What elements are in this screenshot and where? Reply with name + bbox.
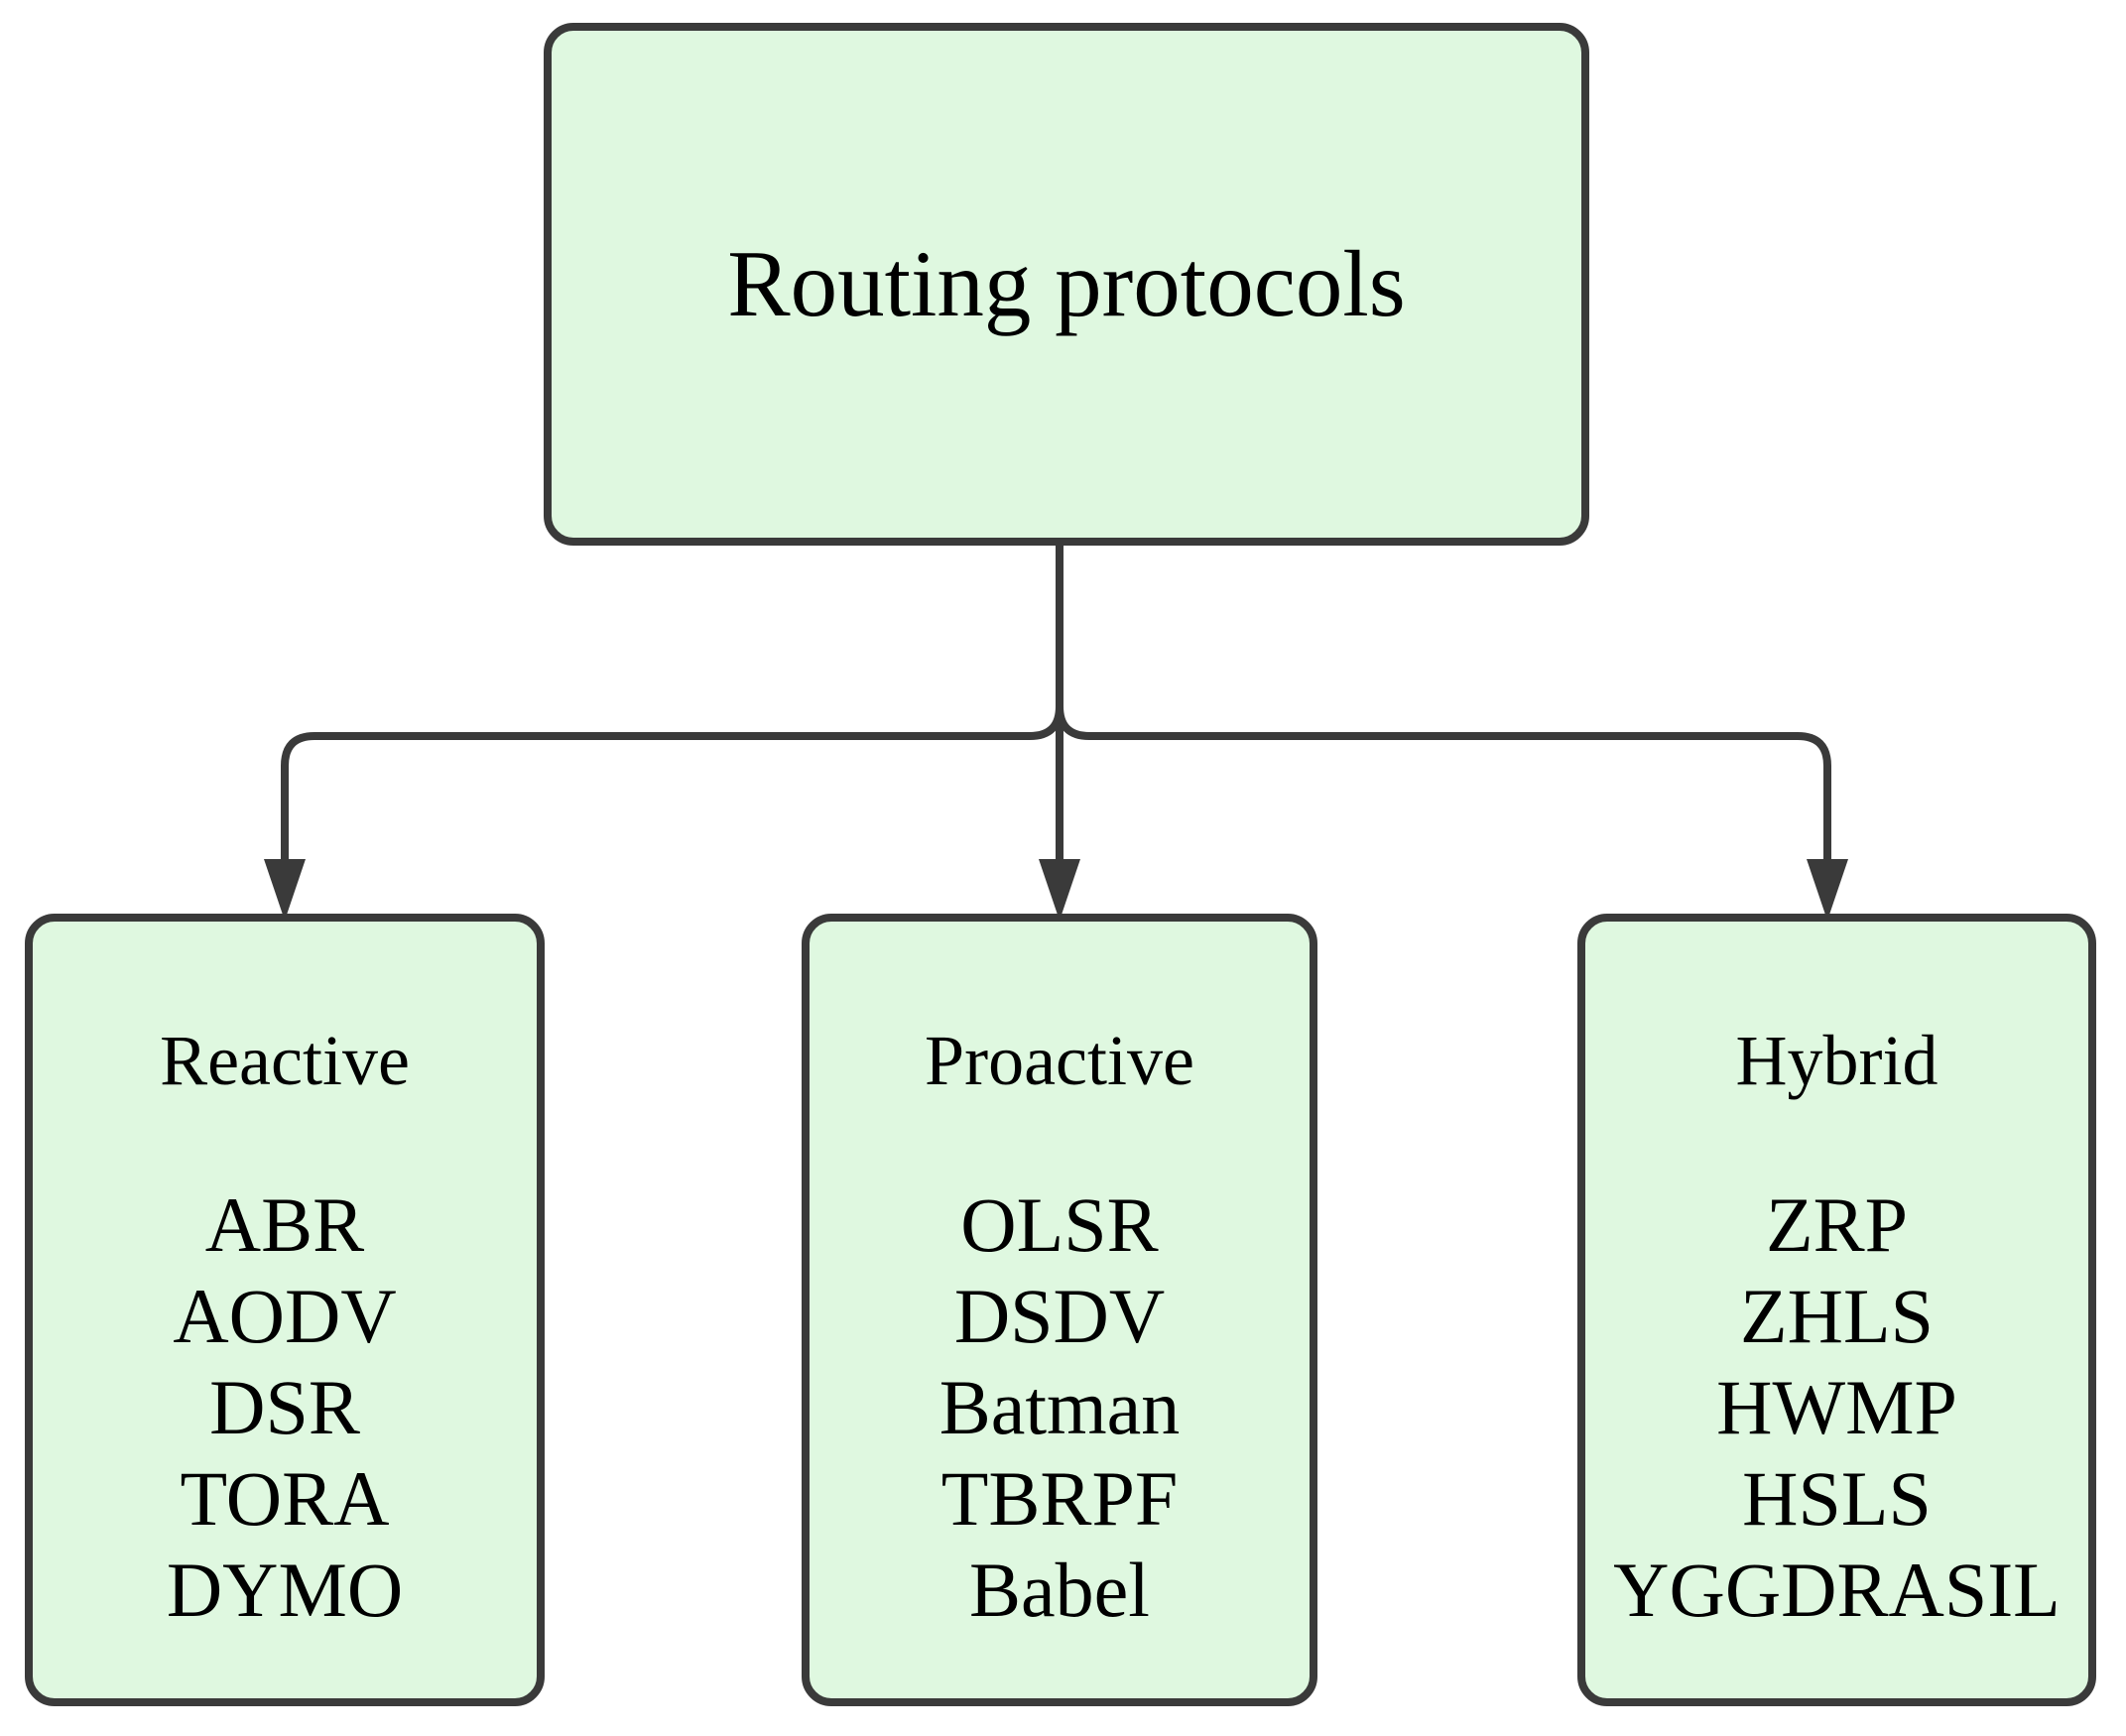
node-reactive: Reactive ABR AODV DSR TORA DYMO <box>25 914 545 1706</box>
protocol-item: TORA <box>180 1455 390 1542</box>
protocol-list: ABR AODV DSR TORA DYMO <box>33 1179 537 1636</box>
protocol-item: DSDV <box>953 1273 1166 1359</box>
protocol-item: YGGDRASIL <box>1613 1547 2061 1633</box>
root-node-routing-protocols: Routing protocols <box>544 23 1589 546</box>
protocol-item: HSLS <box>1742 1455 1932 1542</box>
root-node-label: Routing protocols <box>727 231 1406 337</box>
node-title: Proactive <box>925 1021 1194 1100</box>
protocol-item: Batman <box>938 1364 1181 1450</box>
protocol-list: ZRP ZHLS HWMP HSLS YGGDRASIL <box>1585 1179 2088 1636</box>
connector-branch-left <box>281 705 1063 863</box>
arrow-down-icon <box>1807 859 1848 921</box>
connector-branch-right <box>1056 705 1831 863</box>
protocol-item: AODV <box>173 1273 397 1359</box>
protocol-list: OLSR DSDV Batman TBRPF Babel <box>810 1179 1310 1636</box>
arrow-down-icon <box>264 859 306 921</box>
node-hybrid: Hybrid ZRP ZHLS HWMP HSLS YGGDRASIL <box>1577 914 2096 1706</box>
protocol-item: OLSR <box>960 1181 1159 1268</box>
protocol-item: HWMP <box>1716 1364 1957 1450</box>
node-proactive: Proactive OLSR DSDV Batman TBRPF Babel <box>802 914 1317 1706</box>
node-title: Reactive <box>160 1021 410 1100</box>
protocol-item: ZHLS <box>1740 1273 1934 1359</box>
protocol-item: DYMO <box>166 1547 404 1633</box>
protocol-item: TBRPF <box>940 1455 1179 1542</box>
arrow-down-icon <box>1039 859 1080 921</box>
protocol-item: ZRP <box>1765 1181 1909 1268</box>
protocol-item: DSR <box>209 1364 360 1450</box>
protocol-item: Babel <box>969 1547 1150 1633</box>
node-title: Hybrid <box>1735 1021 1938 1100</box>
protocol-item: ABR <box>204 1181 365 1268</box>
